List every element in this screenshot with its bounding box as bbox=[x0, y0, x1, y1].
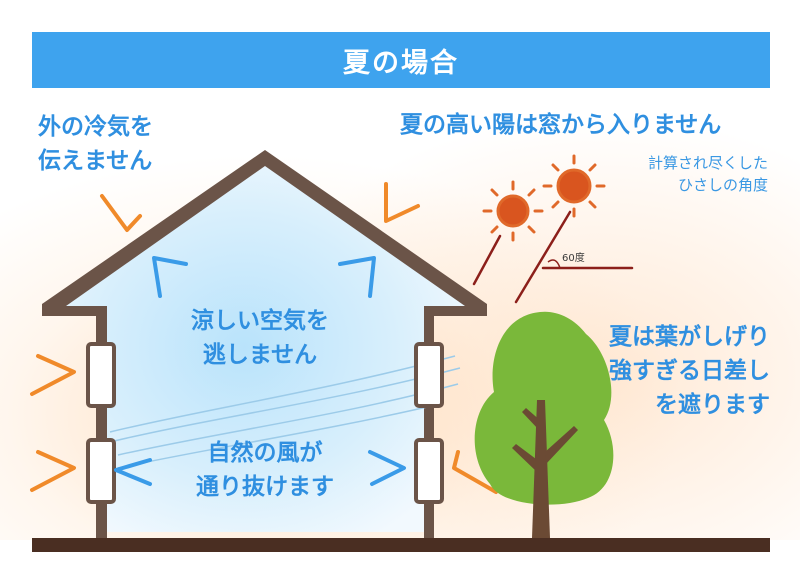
ground bbox=[32, 538, 770, 552]
blue-arrow-right-lower bbox=[368, 450, 406, 486]
blue-arrow-left-lower bbox=[114, 458, 152, 486]
sun-right bbox=[542, 154, 606, 218]
orange-arrow-left-lower bbox=[30, 450, 76, 492]
tree-trunk bbox=[512, 400, 578, 538]
wind-streaks bbox=[109, 355, 461, 469]
label-cool-air: 涼しい空気を 逃しません bbox=[191, 308, 329, 368]
angle-label: 60度 bbox=[562, 253, 585, 264]
orange-arrow-roof-left bbox=[100, 194, 142, 232]
label-leaves: 夏は葉がしげり 強すぎる日差し を遮ります bbox=[609, 324, 770, 418]
page-title: 夏の場合 bbox=[343, 47, 459, 79]
label-high-sun: 夏の高い陽は窓から入りません bbox=[400, 112, 722, 138]
window-right-upper bbox=[414, 342, 444, 408]
label-calculated-eaves: 計算され尽くした ひさしの角度 bbox=[647, 154, 768, 194]
orange-arrow-roof-right bbox=[384, 182, 420, 223]
orange-arrow-right-lower bbox=[452, 450, 498, 494]
label-natural-wind: 自然の風が 通り抜けます bbox=[196, 440, 334, 500]
title-banner: 夏の場合 bbox=[32, 32, 770, 88]
label-outside-cold: 外の冷気を 伝えません bbox=[38, 114, 153, 174]
sun-left bbox=[482, 180, 544, 242]
window-right-lower bbox=[414, 438, 444, 504]
angle-arc bbox=[547, 259, 561, 269]
orange-arrow-left-upper bbox=[30, 354, 76, 396]
blue-arrow-upper-left bbox=[152, 256, 188, 298]
window-left-upper bbox=[86, 342, 116, 408]
house-interior bbox=[56, 162, 474, 532]
window-left-lower bbox=[86, 438, 116, 504]
blue-arrow-upper-right bbox=[338, 256, 376, 298]
sunray-line-1 bbox=[472, 234, 502, 286]
sunray-line-2 bbox=[514, 210, 572, 304]
